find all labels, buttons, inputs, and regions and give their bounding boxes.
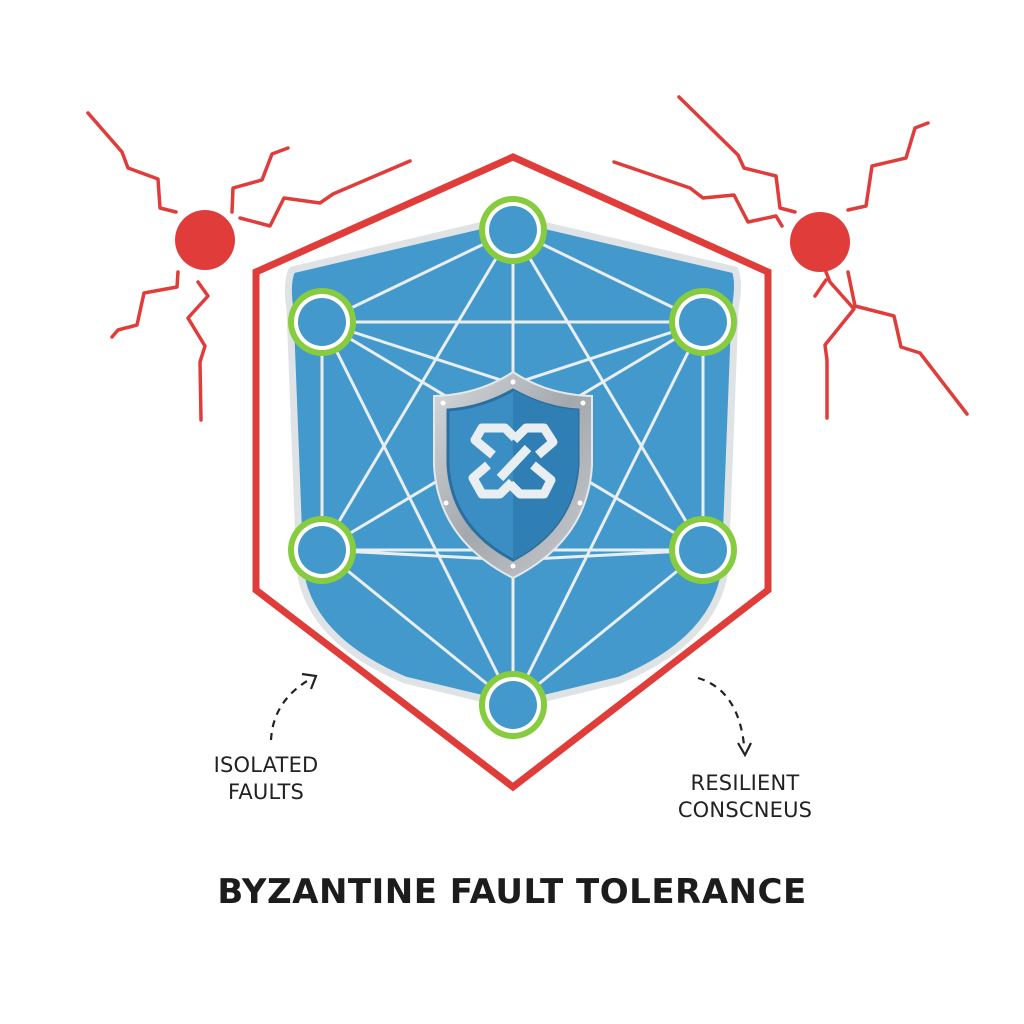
- isolated-faults-line1: ISOLATED: [213, 753, 319, 777]
- isolated-faults-line2: FAULTS: [227, 780, 305, 804]
- node-lower-left[interactable]: [288, 516, 356, 584]
- isolated-faults-label: ISOLATED FAULTS: [196, 752, 336, 806]
- faulty-node-right: [612, 95, 969, 420]
- chain-link-icon: [468, 423, 558, 499]
- resilient-consensus-line2: CONSCNEUS: [677, 798, 813, 822]
- arrow-resilient-consensus: [697, 676, 752, 758]
- diagram-title: BYZANTINE FAULT TOLERANCE: [217, 872, 807, 912]
- arrow-isolated-faults: [269, 672, 318, 741]
- healthy-nodes: [288, 196, 737, 739]
- resilient-consensus-line1: RESILIENT: [690, 771, 800, 795]
- faulty-node-left: [86, 111, 412, 422]
- node-upper-left[interactable]: [288, 288, 356, 356]
- node-top[interactable]: [479, 196, 547, 264]
- node-lower-right[interactable]: [669, 516, 737, 584]
- node-upper-right[interactable]: [669, 288, 737, 356]
- node-bottom[interactable]: [479, 671, 547, 739]
- shield-with-chain-link-icon: [433, 370, 593, 580]
- resilient-consensus-label: RESILIENT CONSCNEUS: [660, 770, 830, 824]
